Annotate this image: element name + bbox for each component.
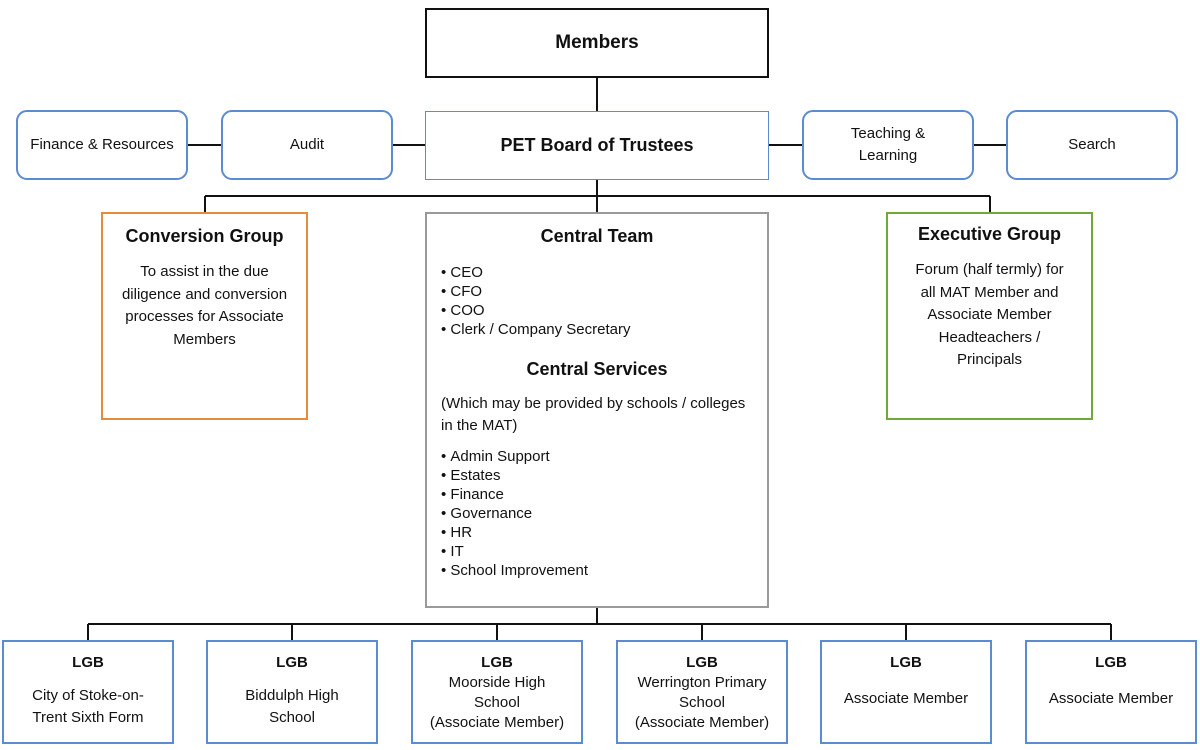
- lgb-name-line: School: [679, 694, 725, 711]
- central-team-item: CEO: [441, 263, 753, 282]
- finance-resources-committee: Finance & Resources: [16, 110, 188, 180]
- central-services-item: Estates: [441, 466, 753, 485]
- lgb-title: LGB: [72, 654, 104, 671]
- teaching-learning-committee: Teaching & Learning: [802, 110, 974, 180]
- board-of-trustees-box: PET Board of Trustees: [425, 111, 769, 180]
- executive-group-box: Executive Group Forum (half termly) for …: [886, 212, 1093, 420]
- lgb-name-line: (Associate Member): [634, 714, 770, 731]
- lgb-werrington-box: LGB Werrington Primary School (Associate…: [616, 640, 788, 744]
- lgb-biddulph-box: LGB Biddulph High School: [206, 640, 378, 744]
- audit-committee: Audit: [221, 110, 393, 180]
- teaching-label-line2: Learning: [858, 147, 918, 164]
- lgb-name-line: (Associate Member): [429, 714, 565, 731]
- search-label: Search: [1068, 136, 1116, 153]
- central-team-item: Clerk / Company Secretary: [441, 320, 753, 339]
- lgb-title: LGB: [686, 654, 718, 671]
- central-services-title: Central Services: [526, 359, 668, 379]
- lgb-moorside-box: LGB Moorside High School (Associate Memb…: [411, 640, 583, 744]
- central-team-list: CEO CFO COO Clerk / Company Secretary: [441, 263, 753, 339]
- lgb-school-name: Moorside High School (Associate Member): [422, 673, 572, 733]
- members-box: Members: [425, 8, 769, 78]
- lgb-name-line: City of Stoke-on-: [32, 687, 144, 704]
- central-team-item: CFO: [441, 282, 753, 301]
- lgb-school-name: Biddulph High School: [237, 685, 346, 729]
- lgb-name-line: Trent Sixth Form: [32, 709, 144, 726]
- executive-group-description: Forum (half termly) for all MAT Member a…: [915, 261, 1064, 368]
- central-team-title: Central Team: [540, 226, 654, 246]
- lgb-title: LGB: [890, 654, 922, 671]
- central-services-item: HR: [441, 523, 753, 542]
- search-committee: Search: [1006, 110, 1178, 180]
- lgb-name-line: Biddulph High: [245, 687, 339, 704]
- teaching-label-line1: Teaching &: [850, 125, 926, 142]
- lgb-name-line: Werrington Primary: [637, 674, 767, 691]
- conversion-group-box: Conversion Group To assist in the due di…: [101, 212, 308, 420]
- central-services-item: Finance: [441, 485, 753, 504]
- lgb-title: LGB: [481, 654, 513, 671]
- lgb-school-name: Werrington Primary School (Associate Mem…: [627, 673, 777, 733]
- finance-resources-label: Finance & Resources: [30, 136, 174, 153]
- central-services-list: Admin Support Estates Finance Governance…: [441, 447, 753, 580]
- central-team-box: Central Team CEO CFO COO Clerk / Company…: [425, 212, 769, 608]
- lgb-associate-member-box: LGB Associate Member: [1025, 640, 1197, 744]
- conversion-group-description: To assist in the due diligence and conve…: [121, 263, 288, 348]
- lgb-school-name: Associate Member: [1041, 688, 1181, 710]
- executive-group-title: Executive Group: [917, 224, 1062, 244]
- central-team-item: COO: [441, 301, 753, 320]
- central-services-item: IT: [441, 542, 753, 561]
- lgb-name-line: Associate Member: [843, 690, 969, 707]
- lgb-school-name: Associate Member: [836, 688, 976, 710]
- audit-label: Audit: [289, 136, 325, 153]
- lgb-city-of-stoke-box: LGB City of Stoke-on- Trent Sixth Form: [2, 640, 174, 744]
- central-services-note: (Which may be provided by schools / coll…: [441, 395, 746, 434]
- lgb-name-line: Moorside High: [448, 674, 546, 691]
- lgb-school-name: City of Stoke-on- Trent Sixth Form: [24, 685, 152, 729]
- central-services-item: Governance: [441, 504, 753, 523]
- central-services-item: Admin Support: [441, 447, 753, 466]
- central-services-item: School Improvement: [441, 561, 753, 580]
- conversion-group-title: Conversion Group: [125, 226, 284, 246]
- lgb-name-line: School: [269, 709, 315, 726]
- lgb-name-line: School: [474, 694, 520, 711]
- lgb-associate-member-box: LGB Associate Member: [820, 640, 992, 744]
- lgb-title: LGB: [1095, 654, 1127, 671]
- board-label: PET Board of Trustees: [500, 135, 694, 155]
- lgb-title: LGB: [276, 654, 308, 671]
- members-label: Members: [555, 32, 639, 53]
- lgb-name-line: Associate Member: [1048, 690, 1174, 707]
